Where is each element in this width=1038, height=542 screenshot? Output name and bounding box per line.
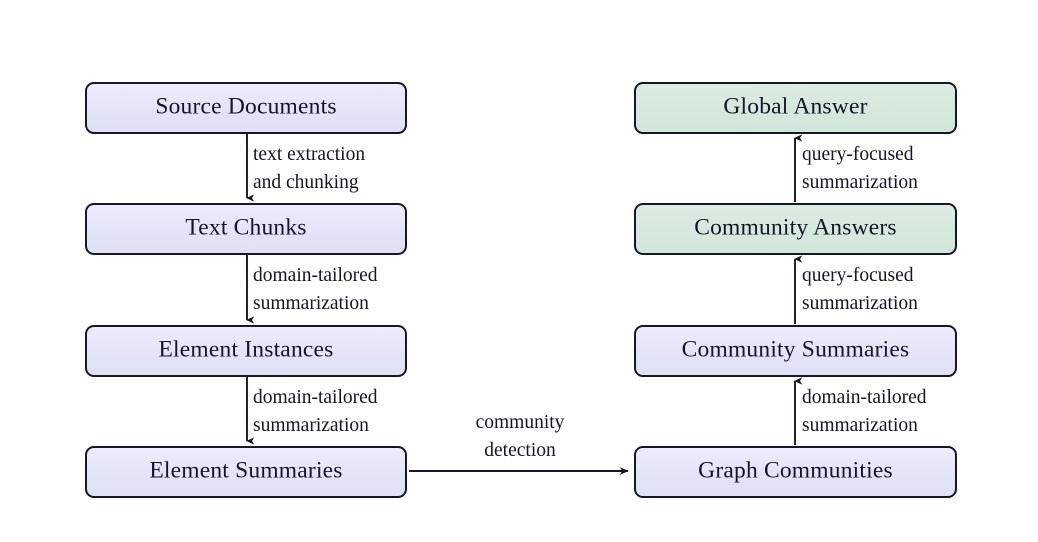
edge-label-community-detection: community detection bbox=[440, 409, 600, 466]
node-text-chunks[interactable]: Text Chunks bbox=[85, 203, 407, 255]
edge-label-line-2: and chunking bbox=[253, 172, 359, 194]
edge-label-domain-tailored-summarization-3: domain-tailored summarization bbox=[802, 384, 927, 441]
node-label: Source Documents bbox=[155, 93, 337, 120]
node-community-summaries[interactable]: Community Summaries bbox=[634, 325, 957, 377]
node-element-instances[interactable]: Element Instances bbox=[85, 325, 407, 377]
edge-label-line-1: domain-tailored bbox=[253, 387, 378, 408]
node-label: Element Summaries bbox=[149, 457, 343, 484]
edge-label-line-1: text extraction bbox=[253, 144, 366, 165]
node-label: Community Summaries bbox=[681, 336, 910, 363]
edge-label-domain-tailored-summarization-2: domain-tailored summarization bbox=[253, 384, 378, 441]
edge-label-line-2: summarization bbox=[802, 293, 918, 315]
edge-label-line-1: query-focused bbox=[802, 144, 914, 165]
edge-label-line-2: summarization bbox=[253, 293, 369, 315]
edge-label-domain-tailored-summarization-1: domain-tailored summarization bbox=[253, 262, 378, 319]
node-label: Global Answer bbox=[723, 93, 868, 120]
edge-label-line-1: domain-tailored bbox=[253, 265, 378, 286]
edge-label-query-focused-summarization-2: query-focused summarization bbox=[802, 141, 918, 198]
node-community-answers[interactable]: Community Answers bbox=[634, 203, 957, 255]
edge-label-line-2: summarization bbox=[802, 415, 918, 437]
node-graph-communities[interactable]: Graph Communities bbox=[634, 446, 957, 498]
edge-label-line-1: query-focused bbox=[802, 265, 914, 286]
node-label: Community Answers bbox=[694, 214, 897, 241]
edge-label-text-extraction-and-chunking: text extraction and chunking bbox=[253, 141, 365, 198]
edge-label-line-2: summarization bbox=[802, 172, 918, 194]
node-label: Text Chunks bbox=[185, 214, 307, 241]
node-label: Graph Communities bbox=[698, 457, 893, 484]
edge-label-line-2: detection bbox=[484, 440, 556, 462]
node-element-summaries[interactable]: Element Summaries bbox=[85, 446, 407, 498]
edge-label-query-focused-summarization-1: query-focused summarization bbox=[802, 262, 918, 319]
edge-label-line-2: summarization bbox=[253, 415, 369, 437]
edge-label-line-1: community bbox=[475, 412, 565, 433]
node-source-documents[interactable]: Source Documents bbox=[85, 82, 407, 134]
node-global-answer[interactable]: Global Answer bbox=[634, 82, 957, 134]
edge-label-line-1: domain-tailored bbox=[802, 387, 927, 408]
node-label: Element Instances bbox=[158, 336, 334, 363]
